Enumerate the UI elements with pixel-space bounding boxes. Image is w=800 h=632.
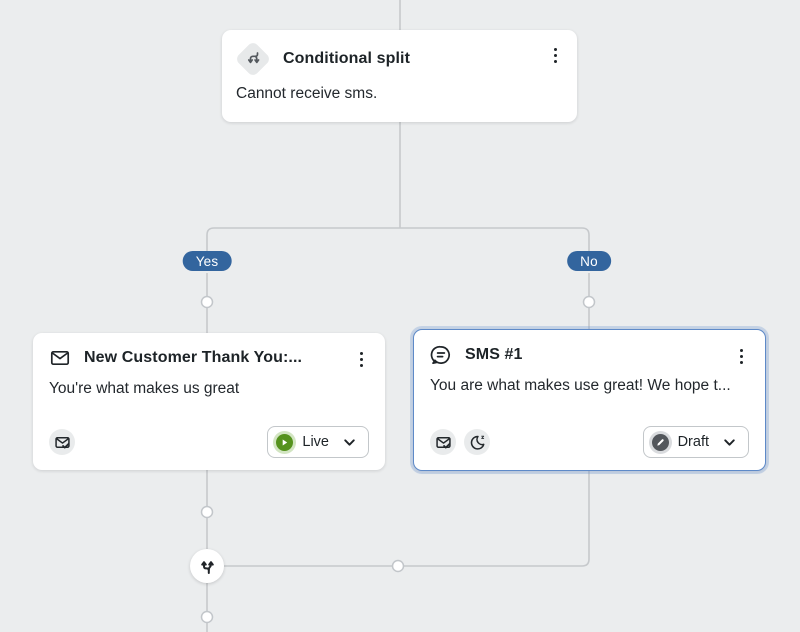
merge-paths-node (190, 549, 224, 583)
conditional-split-card[interactable]: Conditional split Cannot receive sms. (222, 30, 577, 122)
connector-branch-bar (206, 227, 590, 252)
sms-card-preview: You are what makes use great! We hope t.… (430, 376, 731, 394)
email-icon (49, 347, 71, 369)
chevron-down-icon (342, 435, 357, 450)
connector-port[interactable] (200, 295, 214, 309)
no-branch-badge: No (567, 251, 611, 271)
kebab-menu-icon[interactable] (548, 44, 563, 67)
conditional-split-icon (234, 40, 272, 78)
connector-sms-out (224, 471, 590, 567)
email-card-preview: You're what makes us great (49, 379, 240, 397)
merge-paths-icon (201, 561, 214, 574)
sms-status-label: Draft (677, 434, 709, 450)
conditional-split-title: Conditional split (283, 50, 411, 67)
sms-status-button[interactable]: Draft (642, 426, 749, 458)
email-check-icon (430, 429, 456, 455)
email-action-card[interactable]: New Customer Thank You:... You're what m… (33, 333, 385, 470)
sms-icon (430, 344, 452, 366)
email-card-title: New Customer Thank You:... (84, 349, 303, 367)
kebab-menu-icon[interactable] (734, 345, 749, 368)
draft-status-icon (651, 433, 669, 451)
connector-port[interactable] (391, 559, 405, 573)
email-status-button[interactable]: Live (267, 426, 369, 458)
chevron-down-icon (722, 435, 737, 450)
email-check-icon (49, 429, 75, 455)
connector-port[interactable] (582, 295, 596, 309)
kebab-menu-icon[interactable] (354, 348, 369, 371)
connector-port[interactable] (200, 505, 214, 519)
quiet-hours-icon (464, 429, 490, 455)
connector-port[interactable] (200, 610, 214, 624)
live-status-icon (276, 433, 294, 451)
conditional-split-description: Cannot receive sms. (236, 85, 378, 102)
email-status-label: Live (302, 434, 329, 450)
sms-card-title: SMS #1 (465, 346, 523, 364)
yes-branch-badge: Yes (182, 251, 232, 271)
sms-action-card[interactable]: SMS #1 You are what makes use great! We … (413, 329, 766, 471)
